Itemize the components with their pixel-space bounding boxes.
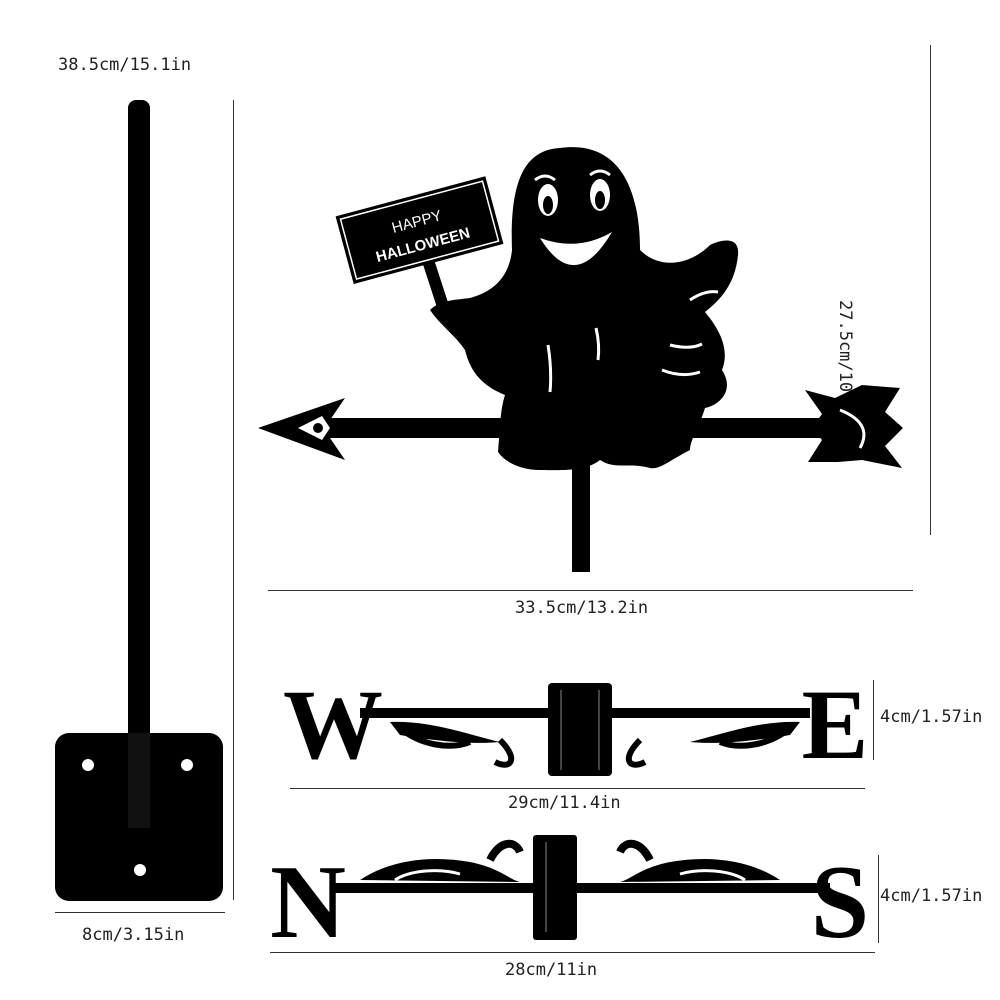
we-width-label: 29cm/11.4in bbox=[508, 793, 621, 813]
ns-height-line bbox=[878, 855, 879, 943]
vane-height-line bbox=[930, 45, 931, 535]
west-letter: W bbox=[283, 669, 383, 780]
screw-hole-icon bbox=[181, 759, 193, 771]
mounting-pole bbox=[128, 100, 150, 825]
north-south-bar: N S bbox=[270, 835, 869, 960]
we-height-line bbox=[873, 680, 874, 760]
arrow-tail-icon bbox=[805, 385, 903, 468]
screw-hole-icon bbox=[82, 759, 94, 771]
ns-width-line bbox=[270, 952, 875, 953]
vane-width-line bbox=[268, 590, 913, 591]
north-letter: N bbox=[270, 843, 346, 960]
weathervane-top: HAPPY HALLOWEEN bbox=[258, 147, 903, 572]
pole-height-line bbox=[233, 100, 234, 900]
pole-height-label: 38.5cm/15.1in bbox=[58, 55, 192, 75]
screw-hole-icon bbox=[134, 864, 146, 876]
vane-width-label: 33.5cm/13.2in bbox=[515, 598, 649, 618]
west-east-bar: W E bbox=[283, 669, 868, 780]
we-width-line bbox=[290, 788, 865, 789]
base-width-line bbox=[55, 912, 225, 913]
south-letter: S bbox=[811, 843, 869, 960]
we-height-label: 4cm/1.57in bbox=[880, 707, 983, 727]
base-width-label: 8cm/3.15in bbox=[82, 925, 185, 945]
halloween-sign: HAPPY HALLOWEEN bbox=[335, 176, 504, 284]
east-letter: E bbox=[802, 669, 869, 780]
arrow-head-icon bbox=[258, 398, 345, 460]
ns-height-label: 4cm/1.57in bbox=[880, 886, 983, 906]
base-plate bbox=[55, 733, 223, 901]
ns-width-label: 28cm/11in bbox=[505, 960, 598, 980]
ghost-icon bbox=[430, 147, 739, 471]
